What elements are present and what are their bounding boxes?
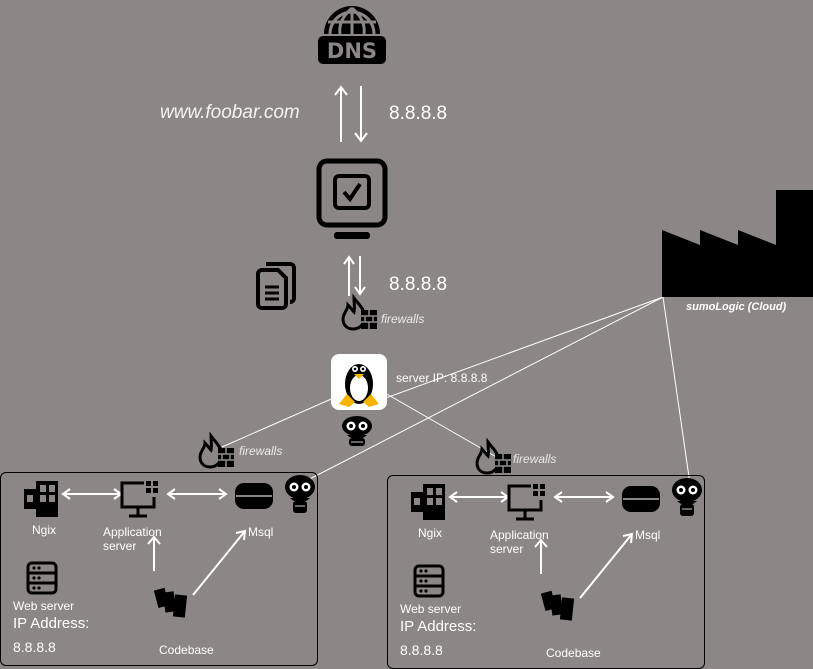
- app-db-arrow: [553, 491, 615, 503]
- firewall-icon: [341, 293, 377, 331]
- dns-globe-icon: DNS: [318, 6, 386, 64]
- monitoring-agent-icon: [342, 416, 372, 446]
- codebase-label: Codebase: [159, 643, 214, 657]
- app-server-label-line1: Application: [103, 525, 162, 539]
- firewall-label-top: firewalls: [381, 312, 425, 326]
- web-server-icon: [413, 564, 445, 598]
- linux-server: [331, 354, 387, 410]
- ngix-label: Ngix: [32, 523, 57, 537]
- app-db-arrow: [166, 488, 228, 500]
- ngix-label: Ngix: [418, 526, 443, 540]
- server-cluster-left: Ngix Application server Msql: [0, 472, 318, 666]
- ip-address-value: 8.8.8.8: [13, 639, 56, 655]
- dns-ip-label: 8.8.8.8: [389, 103, 448, 124]
- firewall-label-right: firewalls: [513, 452, 557, 466]
- monitoring-agent-icon: [285, 475, 315, 513]
- monitoring-agent-icon: [672, 478, 702, 516]
- msql-label: Msql: [248, 525, 274, 539]
- documents-icon: [256, 262, 296, 310]
- ip-address-title: IP Address:: [400, 618, 477, 635]
- app-server-label-line2: server: [490, 542, 524, 556]
- server-cluster-right: Ngix Application server Msql: [387, 475, 705, 669]
- linux-tux-icon: [339, 364, 379, 407]
- web-server-label: Web server: [13, 599, 75, 613]
- server-ip-label: server IP: 8.8.8.8: [396, 371, 488, 385]
- application-server-icon: [120, 481, 158, 518]
- nginx-icon: [411, 484, 445, 520]
- codebase-files-icon: [153, 587, 188, 618]
- codebase-label: Codebase: [546, 646, 601, 660]
- msql-label: Msql: [635, 528, 661, 542]
- client-exchange-arrows: [343, 255, 366, 296]
- database-icon: [622, 486, 660, 512]
- monitor-check-icon: [316, 158, 388, 239]
- codebase-arrows: [147, 529, 247, 596]
- database-icon: [235, 483, 273, 509]
- factory-icon: [662, 190, 813, 297]
- ngix-app-arrow: [448, 491, 510, 503]
- svg-text:DNS: DNS: [327, 39, 377, 63]
- firewall-label-left: firewalls: [239, 444, 283, 458]
- codebase-files-icon: [540, 590, 575, 621]
- web-server-label: Web server: [400, 602, 462, 616]
- dns-exchange-arrows: [334, 85, 368, 143]
- ngix-app-arrow: [61, 488, 123, 500]
- web-server-icon: [26, 561, 58, 595]
- ip-address-value: 8.8.8.8: [400, 642, 443, 658]
- cloud-label: sumoLogic (Cloud): [686, 301, 787, 313]
- domain-name-label: www.foobar.com: [160, 102, 300, 123]
- ip-address-title: IP Address:: [13, 615, 90, 632]
- application-server-icon: [507, 484, 545, 521]
- firewall-icon: [475, 437, 511, 475]
- codebase-arrows: [534, 532, 634, 599]
- firewall-icon: [198, 431, 234, 469]
- nginx-icon: [24, 481, 58, 517]
- client-ip-label: 8.8.8.8: [389, 274, 448, 295]
- app-server-label-line2: server: [103, 539, 137, 553]
- app-server-label-line1: Application: [490, 528, 549, 542]
